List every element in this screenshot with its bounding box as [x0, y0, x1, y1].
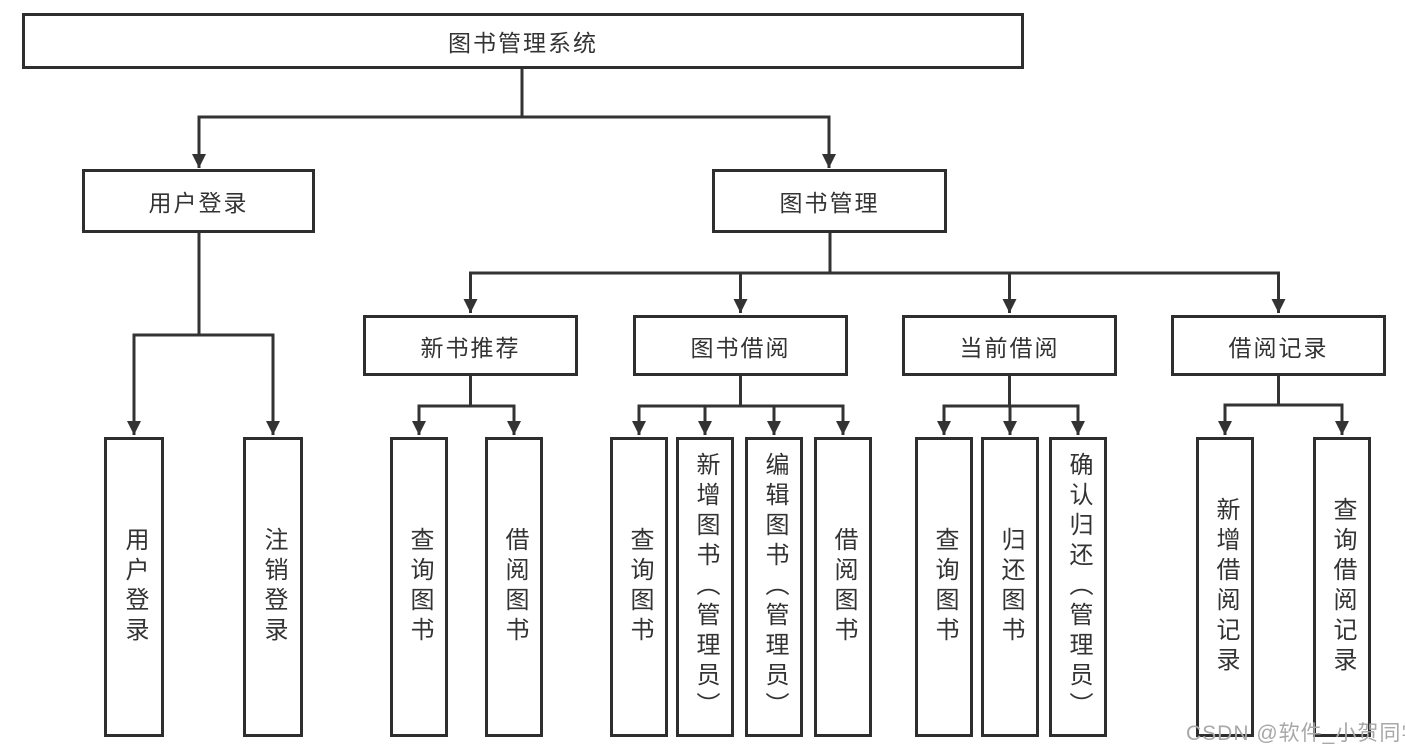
- leaf-borrowing-query-books: 查询图书: [610, 437, 668, 737]
- csdn-watermark: CSDN @软件_小贺同学: [1186, 722, 1405, 745]
- leaf-label: 借阅图书: [830, 527, 857, 647]
- leaf-label: 新增借阅记录: [1212, 497, 1239, 677]
- leaf-current-query-books: 查询图书: [915, 437, 973, 737]
- node-system-root: 图书管理系统: [22, 13, 1024, 69]
- node-book-management-branch: 图书管理: [712, 169, 947, 233]
- leaf-records-add-record: 新增借阅记录: [1196, 437, 1254, 737]
- leaf-borrowing-add-books-admin: 新增图书（管理员）: [676, 437, 734, 737]
- node-current-borrowing: 当前借阅: [902, 315, 1117, 376]
- leaf-borrowing-borrow-books: 借阅图书: [814, 437, 872, 737]
- leaf-label: 编辑图书（管理员）: [761, 452, 788, 722]
- leaf-logout-login: 注销登录: [243, 437, 303, 737]
- leaf-label: 查询图书: [626, 527, 653, 647]
- leaf-current-confirm-return-admin: 确认归还（管理员）: [1049, 437, 1107, 737]
- leaf-borrowing-edit-books-admin: 编辑图书（管理员）: [745, 437, 803, 737]
- leaf-recommend-query-books: 查询图书: [390, 437, 448, 737]
- leaf-label: 查询借阅记录: [1329, 497, 1356, 677]
- node-new-book-recommend: 新书推荐: [363, 315, 578, 376]
- leaf-label: 归还图书: [997, 527, 1024, 647]
- leaf-label: 新增图书（管理员）: [692, 452, 719, 722]
- leaf-records-query-record: 查询借阅记录: [1313, 437, 1371, 737]
- leaf-label: 确认归还（管理员）: [1065, 452, 1092, 722]
- leaf-label: 借阅图书: [501, 527, 528, 647]
- leaf-current-return-books: 归还图书: [981, 437, 1039, 737]
- leaf-user-login: 用户登录: [104, 437, 164, 737]
- node-user-login-branch: 用户登录: [82, 169, 315, 233]
- leaf-label: 用户登录: [121, 527, 148, 647]
- leaf-label: 查询图书: [931, 527, 958, 647]
- leaf-label: 查询图书: [406, 527, 433, 647]
- node-borrowing-records: 借阅记录: [1171, 315, 1386, 376]
- leaf-recommend-borrow-books: 借阅图书: [485, 437, 543, 737]
- leaf-label: 注销登录: [260, 527, 287, 647]
- node-book-borrowing: 图书借阅: [633, 315, 848, 376]
- tree-rails: [132, 68, 1344, 408]
